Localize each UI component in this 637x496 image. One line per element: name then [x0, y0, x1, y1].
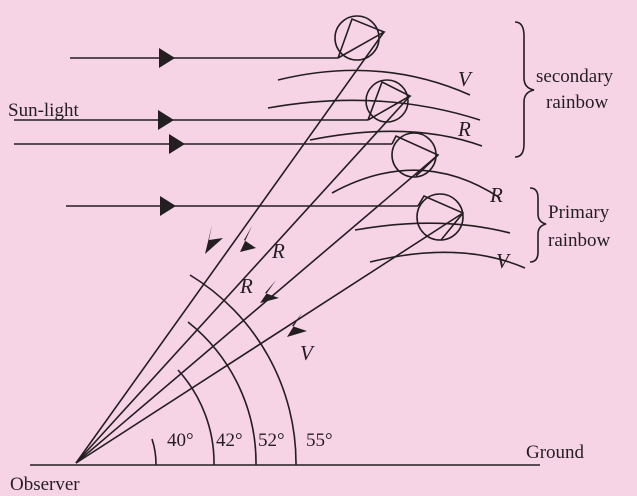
angle-label-40: 40° [167, 430, 194, 451]
primary-brace [529, 187, 547, 263]
letter-bottom-v: V [496, 249, 511, 273]
sunlight-arrow-1 [159, 48, 175, 68]
sunlight-arrow-4 [160, 196, 176, 216]
arc-secondary-outer [277, 69, 471, 96]
droplet-1-path [337, 17, 386, 59]
arc-secondary-lower [309, 130, 483, 147]
secondary-label-2: rainbow [546, 92, 609, 113]
ray-to-observer-1 [75, 31, 385, 464]
droplet-2-path [367, 80, 412, 121]
droplet-4-path [417, 194, 465, 241]
letter-ray-r2: R [239, 274, 253, 298]
ray-to-observer-3 [75, 154, 439, 464]
angle-arc-52 [187, 321, 257, 466]
droplet-4 [416, 193, 464, 241]
primary-label-1: Primary [548, 202, 610, 223]
ray-arrow-1 [205, 225, 223, 254]
arc-primary-lower [369, 251, 526, 269]
angle-arc-42 [177, 369, 215, 466]
sunlight-label: Sun-light [8, 100, 79, 121]
angle-arc-55 [189, 274, 297, 466]
angle-label-42: 42° [216, 430, 243, 451]
ray-to-observer-2 [75, 95, 411, 464]
sunlight-arrow-2 [158, 110, 174, 130]
droplet-3 [391, 132, 437, 178]
droplet-3-path [391, 134, 440, 177]
letter-top-v: V [458, 67, 473, 91]
letter-ray-r1: R [271, 239, 285, 263]
angle-label-52: 52° [258, 430, 285, 451]
primary-label-2: rainbow [548, 230, 611, 251]
ray-arrow-2 [240, 226, 256, 252]
ray-arrow-4 [287, 313, 307, 337]
letter-top-r: R [457, 117, 471, 141]
angle-arc-40 [151, 438, 157, 466]
ray-arrow-3 [260, 280, 279, 303]
arc-primary-mid [354, 222, 511, 234]
arc-primary-upper [331, 169, 501, 199]
angle-label-55: 55° [306, 430, 333, 451]
letter-ray-v: V [300, 341, 315, 365]
ground-label: Ground [526, 442, 585, 463]
sunlight-arrow-3 [169, 134, 185, 154]
secondary-label-1: secondary [536, 66, 614, 87]
ray-to-observer-4 [75, 212, 464, 464]
observer-label: Observer [10, 474, 80, 495]
secondary-brace [514, 21, 535, 158]
letter-mid-r: R [489, 183, 503, 207]
arc-secondary-upper [267, 99, 481, 121]
